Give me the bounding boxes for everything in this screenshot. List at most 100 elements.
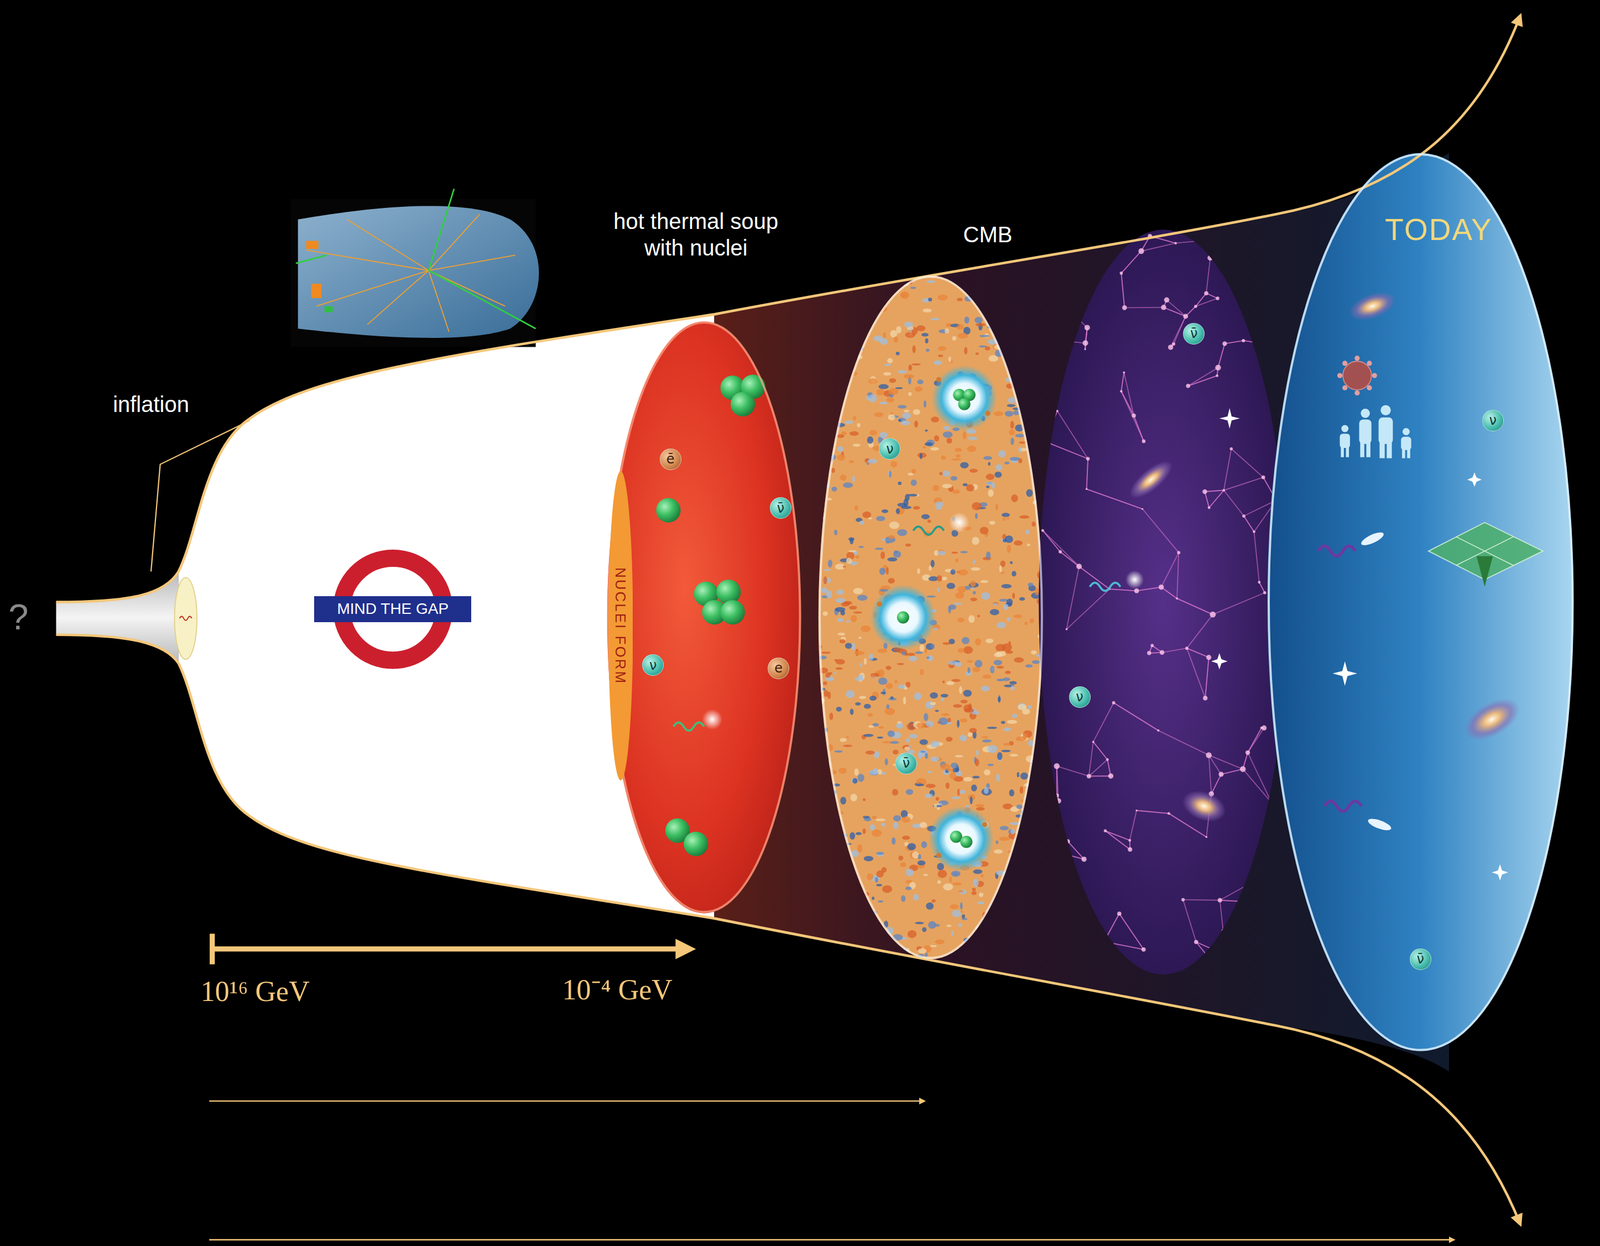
illustration-part [1008,340,1016,345]
illustration-part [834,529,838,536]
illustration-part [897,529,908,536]
illustration-part [1060,852,1084,859]
neutrino-particle: ν [1069,686,1091,708]
illustration-part [903,374,915,379]
illustration-part [1270,318,1271,333]
illustration-part [849,887,859,892]
collider-event [290,188,540,347]
particle-symbol: ν [1489,413,1497,427]
illustration-part [1196,941,1213,950]
electron-particle: ē [659,448,682,471]
illustration-part [969,727,978,733]
illustration-part [825,672,831,678]
illustration-part [1044,410,1058,442]
illustration-part [951,909,962,917]
illustration-part [836,589,844,595]
illustration-part [1220,878,1259,901]
illustration-part [1065,256,1081,263]
illustration-part [835,950,844,957]
illustration-part [937,346,947,351]
illustration-part [951,489,960,494]
illustration-part [1027,314,1032,318]
illustration-part [1208,754,1212,794]
illustration-part [991,289,995,295]
illustration-part [858,695,867,700]
slice-rim [819,276,1042,958]
illustration-part [879,939,883,946]
illustration-part [897,369,908,374]
illustration-part [1065,256,1075,271]
illustration-part [837,908,847,915]
illustration-part [822,848,827,852]
illustration-part [1088,775,1112,777]
illustration-part [893,336,899,343]
illustration-part [873,412,884,418]
illustration-part [1206,257,1211,294]
illustration-part [1230,447,1233,451]
illustration-part [1208,958,1214,964]
illustration-part [841,325,853,333]
illustration-part [819,951,823,958]
illustration-part [1076,563,1082,570]
illustration-part [1023,274,1027,279]
illustration-part [900,291,910,299]
illustration-part [1084,348,1087,351]
illustration-part [816,278,823,282]
illustration-part [919,821,928,828]
illustration-part [963,689,973,697]
illustration-part [1015,355,1023,358]
illustration-part [874,301,884,306]
illustration-part [295,188,536,329]
illustration-part [1240,899,1246,905]
illustration-part [1033,934,1039,942]
illustration-part [1182,899,1221,901]
illustration-part [854,650,865,656]
illustration-part [829,359,833,364]
time-arrow [209,1100,925,1102]
illustration-part [1056,765,1089,776]
illustration-part [1033,377,1040,384]
illustration-part [956,720,960,728]
illustration-part [1224,340,1244,344]
illustration-part [1337,372,1343,378]
illustration-part [1105,830,1130,850]
illustration-part [867,713,874,718]
illustration-part [1085,488,1088,491]
illustration-part [1036,825,1041,834]
illustration-part [891,837,896,846]
illustration-part [827,559,833,568]
illustration-part [950,476,958,481]
illustration-part [868,305,873,313]
illustration-part [937,880,941,884]
illustration-part [905,886,912,890]
illustration-part [987,275,999,279]
illustration-part [903,696,906,705]
illustration-part [1041,339,1086,343]
illustration-part [862,325,870,328]
illustration-part [1340,445,1344,458]
illustration-part [1056,850,1063,857]
illustration-part [829,712,834,721]
illustration-part [1124,306,1164,309]
illustration-part [1001,749,1011,753]
illustration-part [993,849,1003,854]
illustration-part [942,470,951,477]
illustration-part [1020,890,1032,894]
illustration-part [1043,439,1047,444]
illustration-part [829,390,836,399]
illustration-part [428,270,536,329]
illustration-part [905,543,912,547]
illustration-part [850,615,858,623]
illustration-part [905,789,914,796]
illustration-part [814,487,823,491]
illustration-part [1020,272,1030,280]
illustration-part [893,550,901,559]
illustration-part [1467,472,1482,487]
illustration-part [1176,550,1181,555]
illustration-part [851,884,856,891]
illustration-part [1029,618,1035,624]
illustration-part [1086,773,1092,779]
illustration-part [916,379,924,385]
illustration-part [941,713,950,717]
illustration-part [872,955,884,963]
